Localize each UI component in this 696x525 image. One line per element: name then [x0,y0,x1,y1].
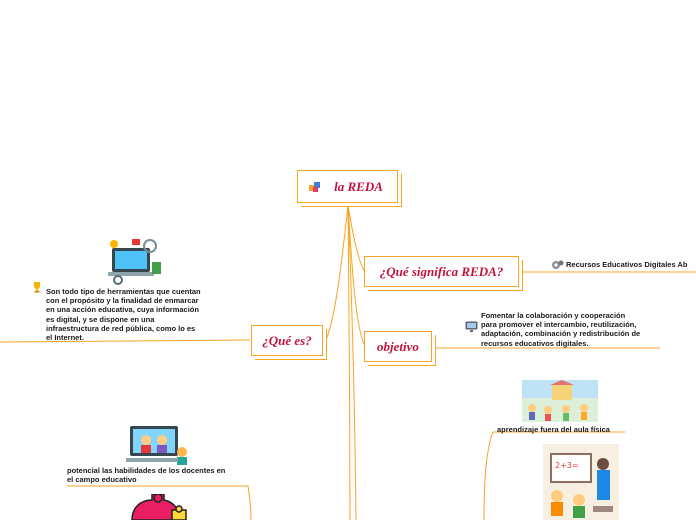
note-objetivo-line: para promover el intercambio, reutilizac… [481,320,637,330]
digital-tools-illustration [104,236,164,291]
topic-que-significa-label: ¿Qué significa REDA? [379,263,504,279]
note-objetivo-line: recursos educativos digitales. [481,338,589,348]
note-potencial: potencial las habilidades de los docente… [67,466,225,484]
gear-icon [551,258,564,276]
note-recursos: Recursos Educativos Digitales Ab [566,260,688,269]
puzzle-icon [308,180,322,198]
topic-que-es-label: ¿Qué es? [262,332,312,348]
note-que-es-line: con el propósito y la finalidad de enmar… [46,296,199,306]
note-aprendizaje: aprendizaje fuera del aula física [497,425,610,434]
outdoor-learning-illustration [522,380,598,427]
note-potencial-line: potencial las habilidades de los docente… [67,466,226,475]
classroom-illustration: 2+3= [543,444,619,525]
svg-text:2+3=: 2+3= [555,461,579,470]
central-topic[interactable]: la REDA [297,170,398,203]
monitor-icon [465,320,478,338]
note-que-es-line: infraestructura de red pública, como lo … [46,323,196,333]
puzzle-illustration [126,493,192,525]
note-objetivo-line: Fomentar la colaboración y cooperación [481,311,626,320]
note-objetivo-line: adaptación, combinación y redistribución… [481,329,641,339]
topic-objetivo[interactable]: objetivo [364,331,432,362]
note-que-es-line: Son todo tipo de herramientas que cuenta… [46,287,201,296]
note-objetivo: Fomentar la colaboración y cooperación p… [481,311,640,348]
central-topic-title: la REDA [334,178,383,194]
note-que-es-line: en una acción educativa, cuya informació… [46,305,199,315]
note-que-es: Son todo tipo de herramientas que cuenta… [46,287,201,342]
note-potencial-line: el campo educativo [67,475,137,485]
teachers-illustration [124,424,192,471]
topic-que-es[interactable]: ¿Qué es? [251,325,323,356]
topic-que-significa[interactable]: ¿Qué significa REDA? [364,256,519,287]
topic-objetivo-label: objetivo [377,338,419,354]
trophy-icon [31,280,43,298]
note-que-es-line: el Internet. [46,333,84,343]
note-que-es-line: es digital, y se dispone en una [46,314,155,324]
